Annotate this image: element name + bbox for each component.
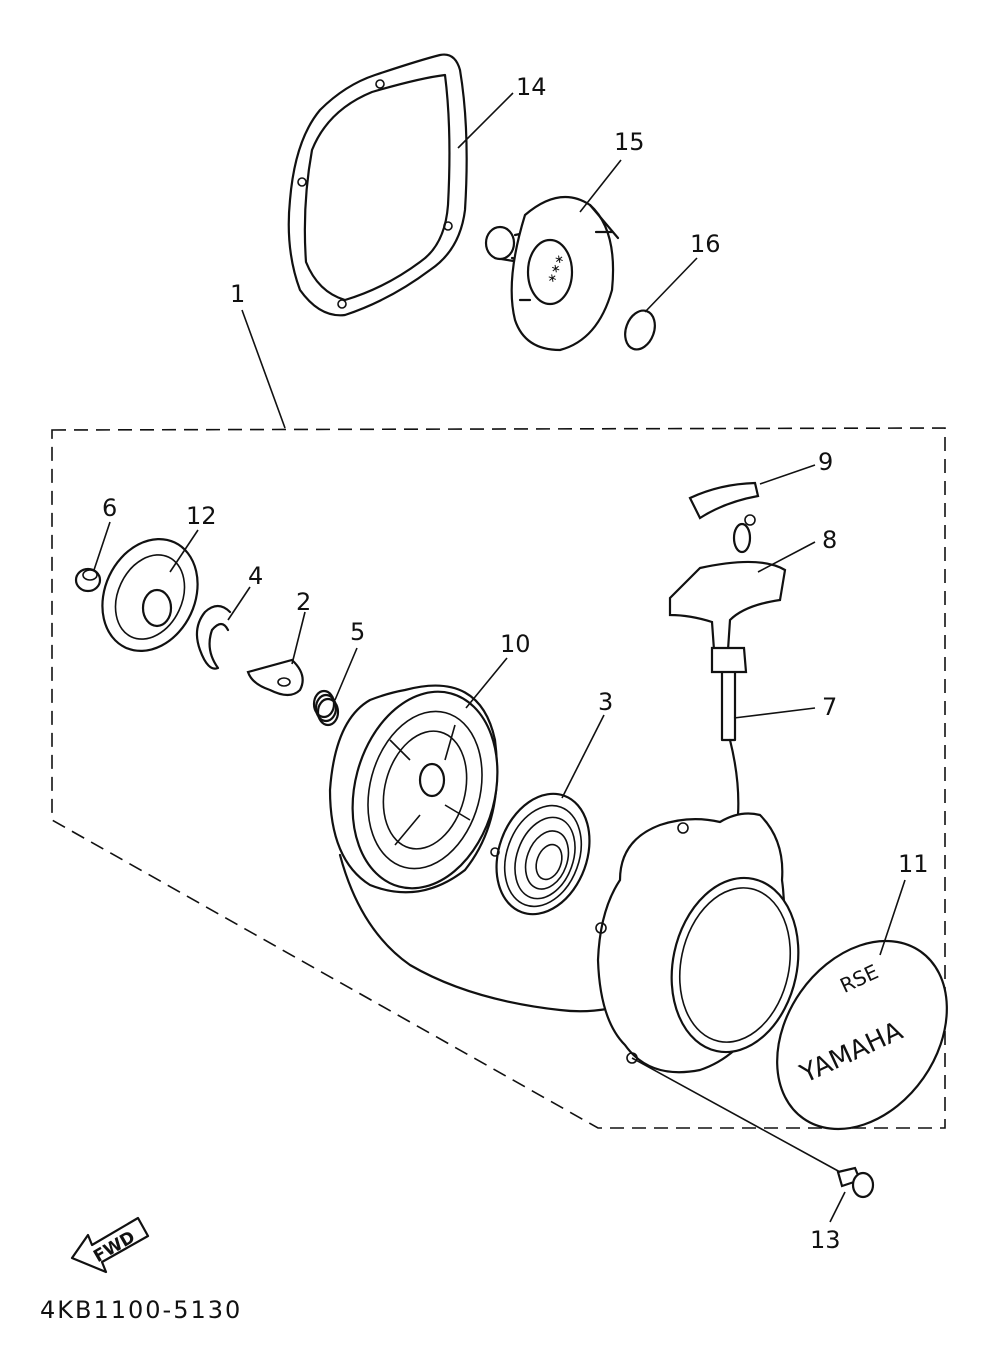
callout-9: 9 (818, 448, 833, 476)
callout-labels: 1 2 3 4 5 6 7 8 9 10 11 12 13 14 15 16 (102, 73, 929, 1254)
part-7-rope (720, 668, 737, 742)
starter-rope (338, 738, 740, 1013)
callout-11: 11 (898, 850, 929, 878)
callout-1: 1 (230, 280, 245, 308)
callout-4: 4 (248, 562, 263, 590)
part-10-sheave-drum (328, 684, 499, 894)
part-16-o-ring (624, 309, 656, 351)
leader-lines (93, 92, 906, 1223)
callout-6: 6 (102, 494, 117, 522)
part-3-spiral-spring (490, 792, 591, 916)
callout-12: 12 (186, 502, 217, 530)
part-8-handle (668, 514, 787, 674)
callout-16: 16 (690, 230, 721, 258)
callout-13: 13 (810, 1226, 841, 1254)
part-6-nut (74, 567, 102, 593)
callout-15: 15 (614, 128, 645, 156)
part-13-bolt (836, 1166, 875, 1199)
fwd-arrow: FWD (70, 1216, 150, 1274)
starter-case (595, 812, 800, 1074)
callout-8: 8 (822, 526, 837, 554)
part-14-gasket (287, 53, 468, 317)
part-9-handle-cap (688, 481, 760, 520)
callout-14: 14 (516, 73, 547, 101)
callout-2: 2 (296, 588, 311, 616)
callout-10: 10 (500, 630, 531, 658)
callout-7: 7 (822, 693, 837, 721)
assembly-boundary (51, 427, 946, 1129)
callout-5: 5 (350, 618, 365, 646)
drawing-code: 4KB1100-5130 (40, 1296, 242, 1324)
part-2-pawl (246, 658, 304, 697)
part-15-drive-pulley: ∗∗∗ (484, 195, 620, 352)
part-11-emblem: RSE YAMAHA (776, 939, 948, 1131)
part-4-spring-clip (195, 604, 232, 670)
part-12-plate (101, 537, 199, 653)
callout-3: 3 (598, 688, 613, 716)
part-5-spring (312, 689, 340, 727)
fwd-label: FWD (90, 1227, 139, 1267)
